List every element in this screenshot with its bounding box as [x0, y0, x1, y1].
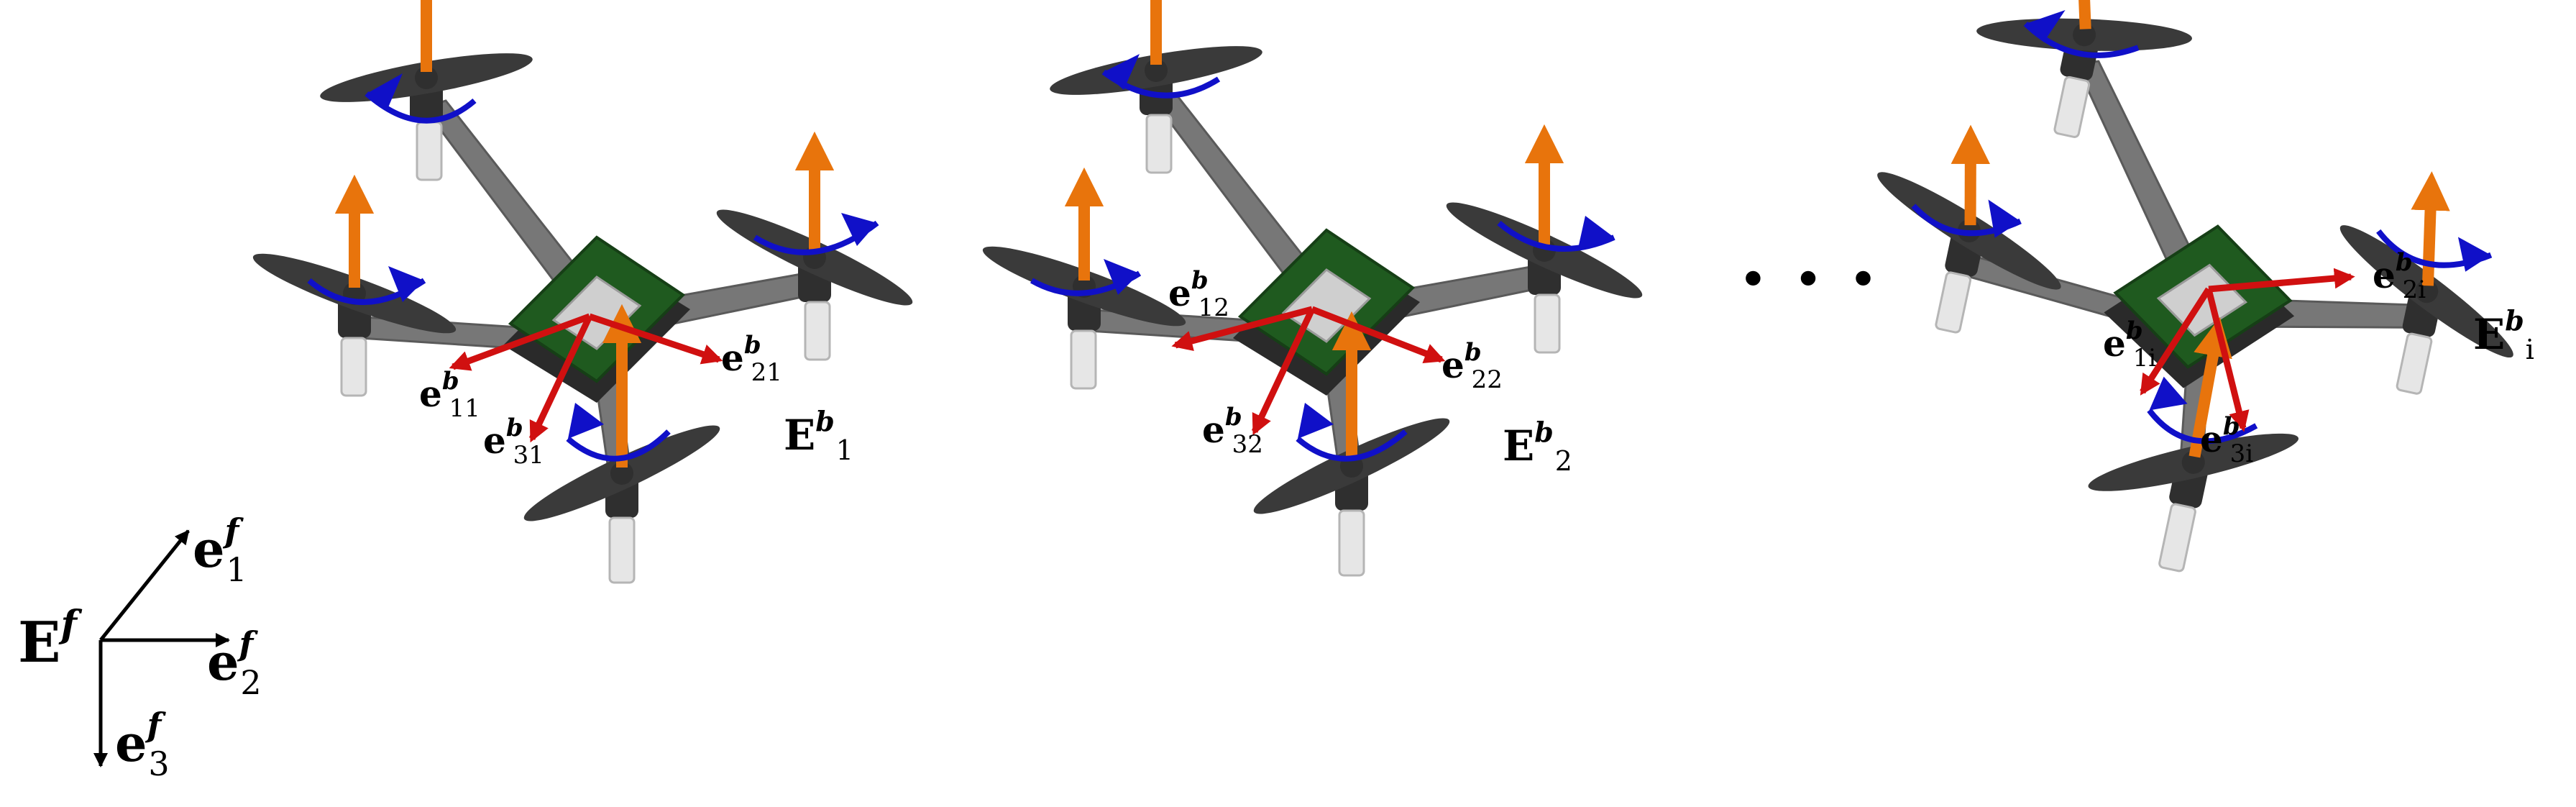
- thrust-arrows: [1951, 0, 2450, 458]
- axis-e1-arrow: [99, 529, 190, 642]
- thrust-arrows: [1064, 0, 1564, 460]
- spin-arrows: [1911, 10, 2493, 444]
- spin-arrows: [307, 73, 879, 462]
- frame-label-Ei: Ebi: [2473, 304, 2534, 365]
- drone-2: [976, 0, 1651, 578]
- ellipsis: · · ·: [1739, 232, 1876, 324]
- frame-label-E2: Eb2: [1503, 416, 1572, 477]
- thrust-arrows: [334, 0, 835, 468]
- body-axes-2: [1171, 306, 1446, 436]
- drone-1: [246, 0, 921, 585]
- frame-label-E1: Eb1: [784, 405, 853, 466]
- drone-i: [1803, 0, 2575, 633]
- body-axes-i: [2140, 268, 2355, 432]
- fixed-frame-label: Ef: [18, 603, 82, 675]
- spin-arrows: [1030, 54, 1615, 462]
- body-axes-1: [449, 313, 723, 443]
